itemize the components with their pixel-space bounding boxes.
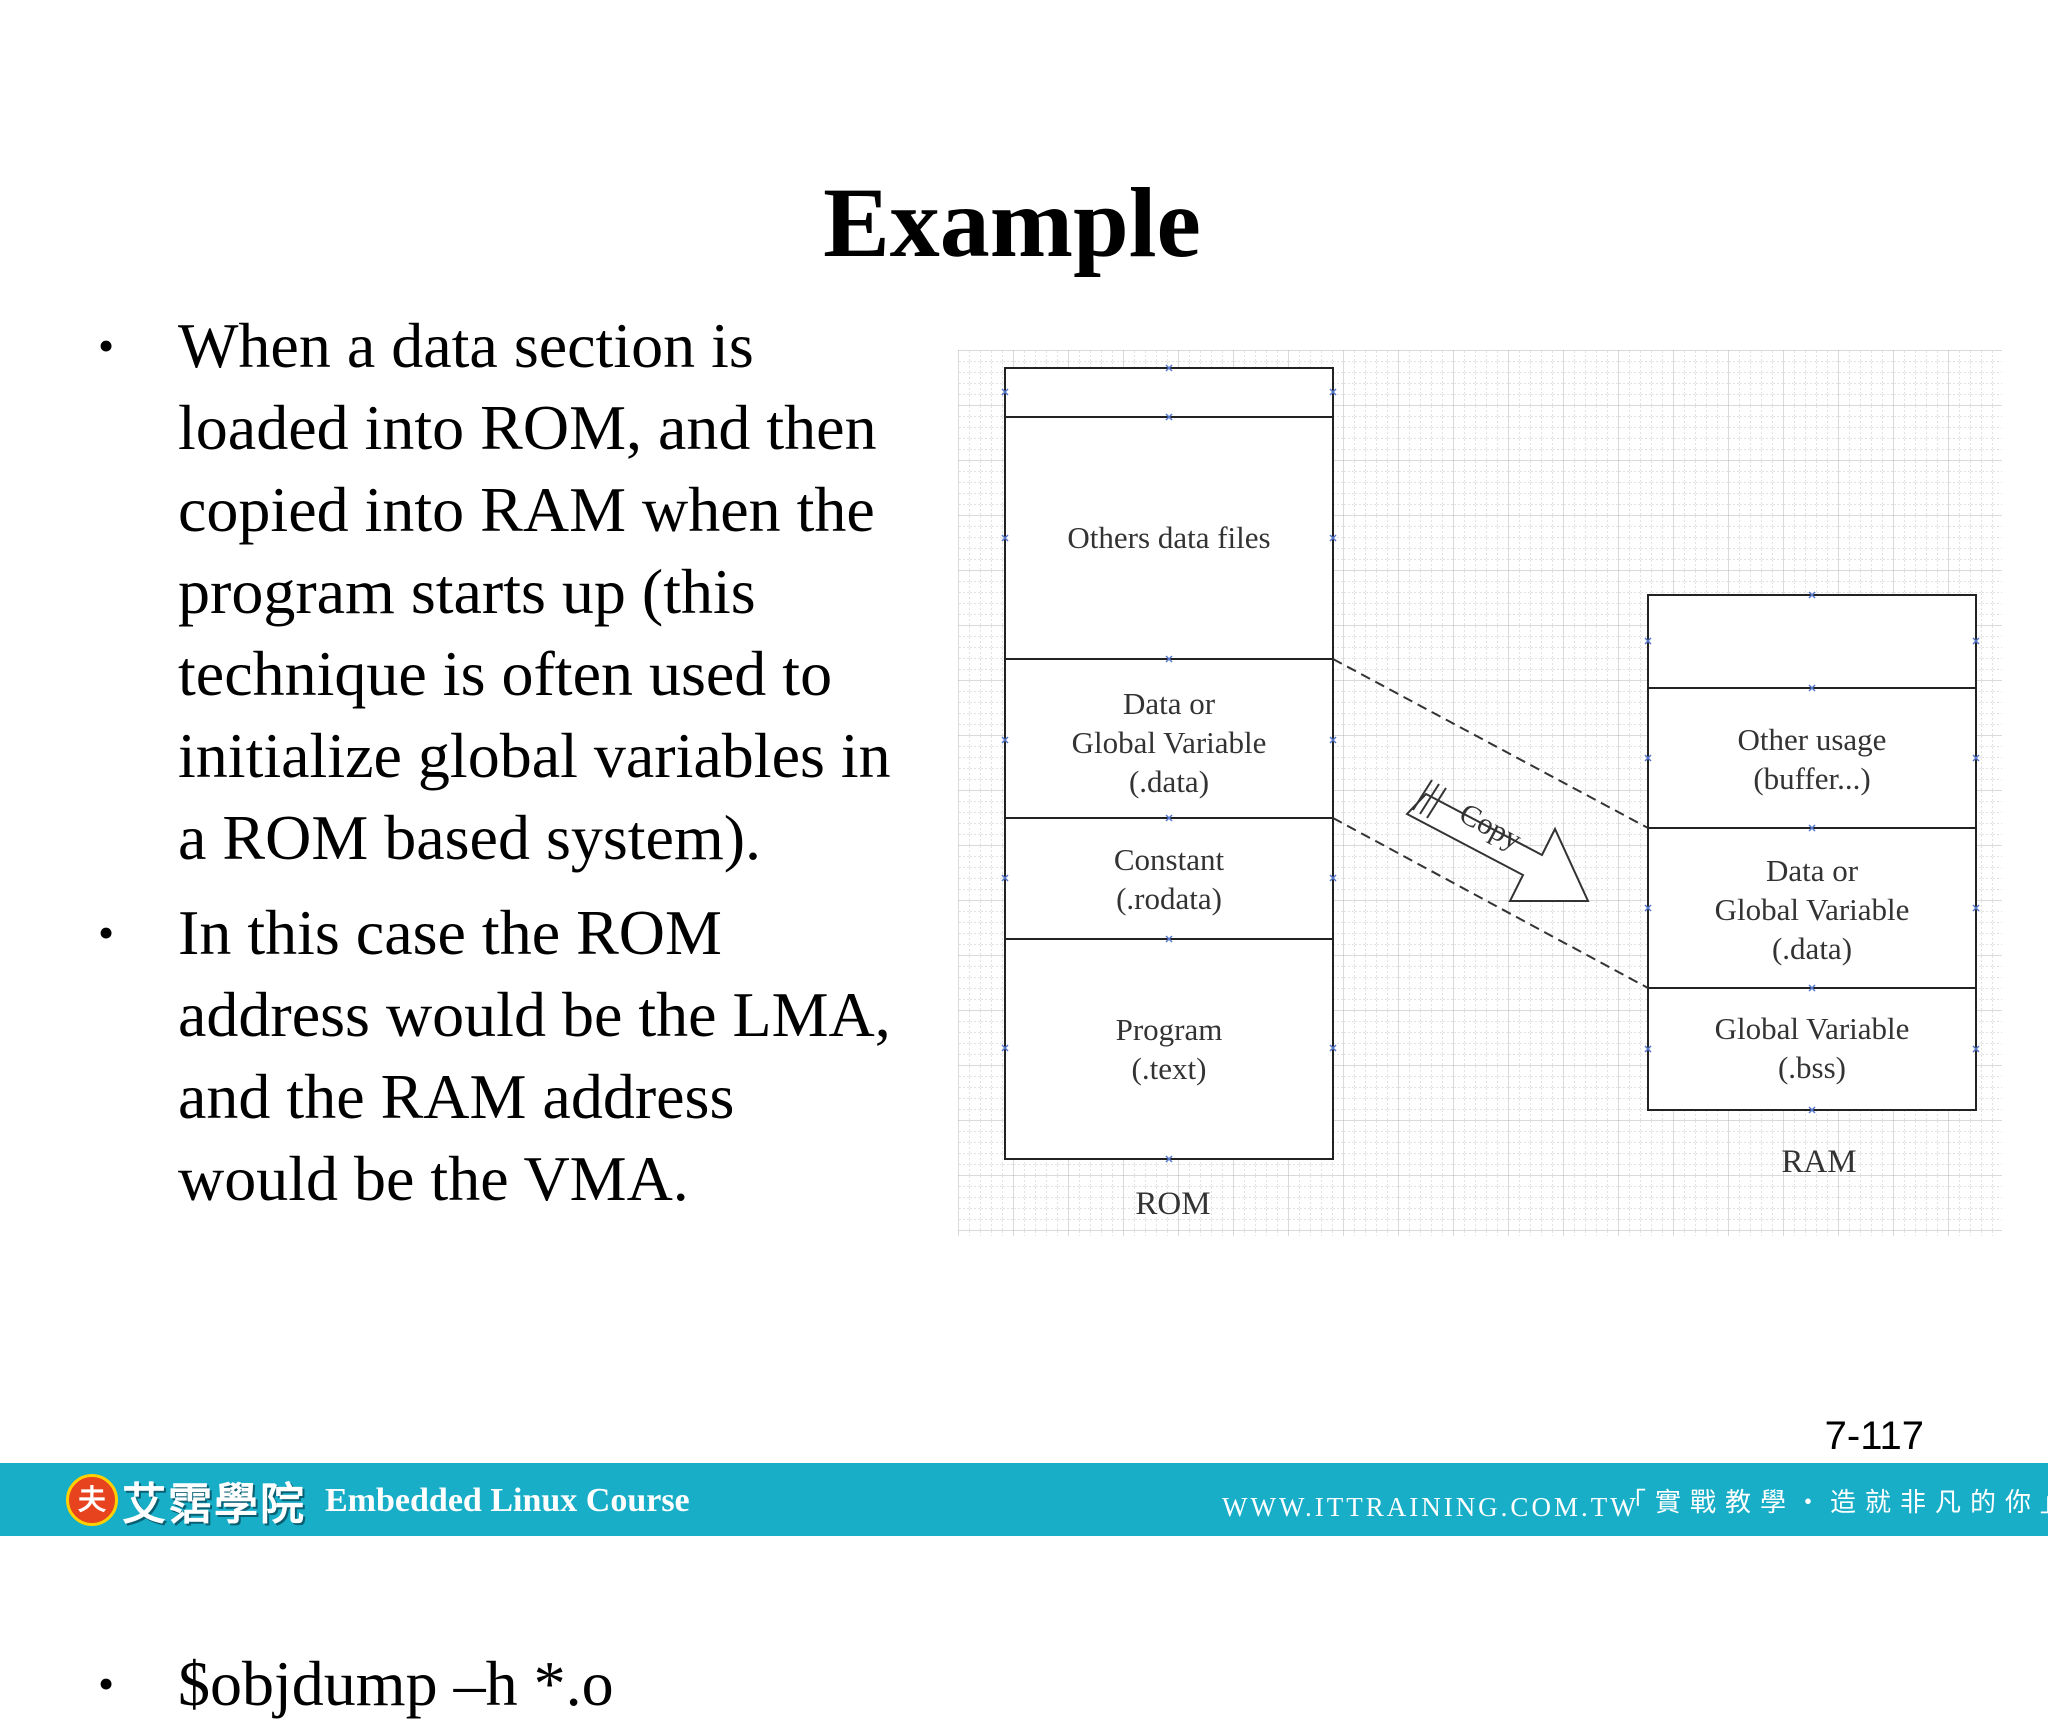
website-url: WWW.ITTRAINING.COM.TW [1222, 1492, 1639, 1522]
copy-dashed-line-top [1332, 658, 1649, 829]
anchor-x-icon [1165, 364, 1173, 372]
logo-icon: 夫 [66, 1474, 118, 1526]
anchor-x-icon [1001, 388, 1009, 396]
ram-section-data-label: (.data) [1772, 931, 1852, 966]
anchor-x-icon [1329, 736, 1337, 744]
anchor-x-icon [1972, 754, 1980, 762]
bullet-dot: • [98, 320, 115, 371]
ram-block: Other usage (buffer...) Data or Global V… [1647, 594, 1977, 1180]
anchor-x-icon [1644, 637, 1652, 645]
copy-arrow-icon [1405, 792, 1590, 902]
bullet-line: a ROM based system). [178, 802, 762, 873]
bullet-line: and the RAM address [178, 1061, 735, 1132]
slide-title: Example [823, 167, 1201, 278]
ram-section-bss-label: (.bss) [1778, 1050, 1846, 1085]
anchor-x-icon [1972, 1045, 1980, 1053]
bullet-line: program starts up (this [178, 556, 756, 627]
rom-block: Others data files Data or Global Variabl… [1004, 367, 1334, 1222]
anchor-x-icon [1329, 874, 1337, 882]
bullet-text: In this case the ROM address would be th… [178, 892, 958, 1220]
rom-label: ROM [1135, 1186, 1210, 1222]
anchor-x-icon [1644, 904, 1652, 912]
copy-arrow-tail-stripe [1426, 787, 1447, 819]
bullet-line: would be the VMA. [178, 1143, 689, 1214]
rom-section-data-label: (.data) [1129, 764, 1209, 799]
anchor-markers [1001, 364, 1980, 1163]
anchor-x-icon [1165, 814, 1173, 822]
anchor-x-icon [1001, 1044, 1009, 1052]
page-number: 7-117 [1824, 1414, 1924, 1458]
ram-outline [1647, 594, 1977, 1111]
ram-label: RAM [1781, 1144, 1856, 1180]
bullet-line: In this case the ROM [178, 897, 722, 968]
rom-section-text-label: (.text) [1132, 1051, 1207, 1086]
rom-section-data-label: Data or [1123, 686, 1216, 721]
bullet-line: address would be the LMA, [178, 979, 891, 1050]
rom-section-rodata-label: Constant [1114, 842, 1225, 877]
anchor-x-icon [1808, 591, 1816, 599]
rom-section-rodata-label: (.rodata) [1116, 881, 1222, 916]
rom-section-others-label: Others data files [1067, 520, 1270, 555]
ram-section-bss-label: Global Variable [1715, 1011, 1910, 1046]
ram-section-other-usage-label: (buffer...) [1753, 761, 1870, 796]
copy-arrow-tail-stripe [1412, 779, 1433, 811]
logo-text: 艾霑學院 [122, 1479, 306, 1530]
slogan: 「實戰教學・造就非凡的你」 [1620, 1488, 2048, 1518]
ram-section-data-label: Global Variable [1715, 892, 1910, 927]
anchor-x-icon [1808, 984, 1816, 992]
anchor-x-icon [1808, 1106, 1816, 1114]
anchor-x-icon [1165, 655, 1173, 663]
bullet-line: initialize global variables in [178, 720, 891, 791]
memory-layout-diagram: Others data files Data or Global Variabl… [958, 350, 2002, 1236]
anchor-x-icon [1644, 1045, 1652, 1053]
anchor-x-icon [1165, 935, 1173, 943]
bullet-line: When a data section is [178, 310, 754, 381]
anchor-x-icon [1808, 824, 1816, 832]
anchor-x-icon [1001, 874, 1009, 882]
anchor-x-icon [1001, 736, 1009, 744]
bullet-text: When a data section is loaded into ROM, … [178, 305, 958, 879]
ram-section-data-label: Data or [1766, 853, 1859, 888]
rom-section-data-label: Global Variable [1072, 725, 1267, 760]
copy-connectors [1332, 658, 1649, 989]
footer-bar: 夫 艾霑學院 Embedded Linux Course WWW.ITTRAIN… [0, 1463, 2048, 1536]
course-name: Embedded Linux Course [325, 1482, 690, 1519]
anchor-x-icon [1972, 904, 1980, 912]
copy-arrow-tail-stripe [1419, 783, 1440, 815]
anchor-x-icon [1329, 388, 1337, 396]
bullet-line: $objdump –h *.o [178, 1648, 614, 1719]
ram-section-other-usage-label: Other usage [1738, 722, 1887, 757]
rom-section-text-label: Program [1116, 1012, 1223, 1047]
anchor-x-icon [1165, 1155, 1173, 1163]
anchor-x-icon [1165, 413, 1173, 421]
anchor-x-icon [1329, 534, 1337, 542]
bullet-dot: • [98, 1658, 115, 1709]
anchor-x-icon [1001, 534, 1009, 542]
brand-logo: 夫 艾霑學院 [66, 1471, 306, 1530]
bullet-line: loaded into ROM, and then [178, 392, 877, 463]
anchor-x-icon [1808, 684, 1816, 692]
rom-outline [1004, 367, 1334, 1160]
anchor-x-icon [1644, 754, 1652, 762]
anchor-x-icon [1972, 637, 1980, 645]
anchor-x-icon [1329, 1044, 1337, 1052]
bullet-text: $objdump –h *.o [178, 1643, 958, 1725]
bullet-line: copied into RAM when the [178, 474, 875, 545]
bullet-dot: • [98, 907, 115, 958]
copy-dashed-line-bottom [1332, 817, 1649, 989]
bullet-line: technique is often used to [178, 638, 833, 709]
